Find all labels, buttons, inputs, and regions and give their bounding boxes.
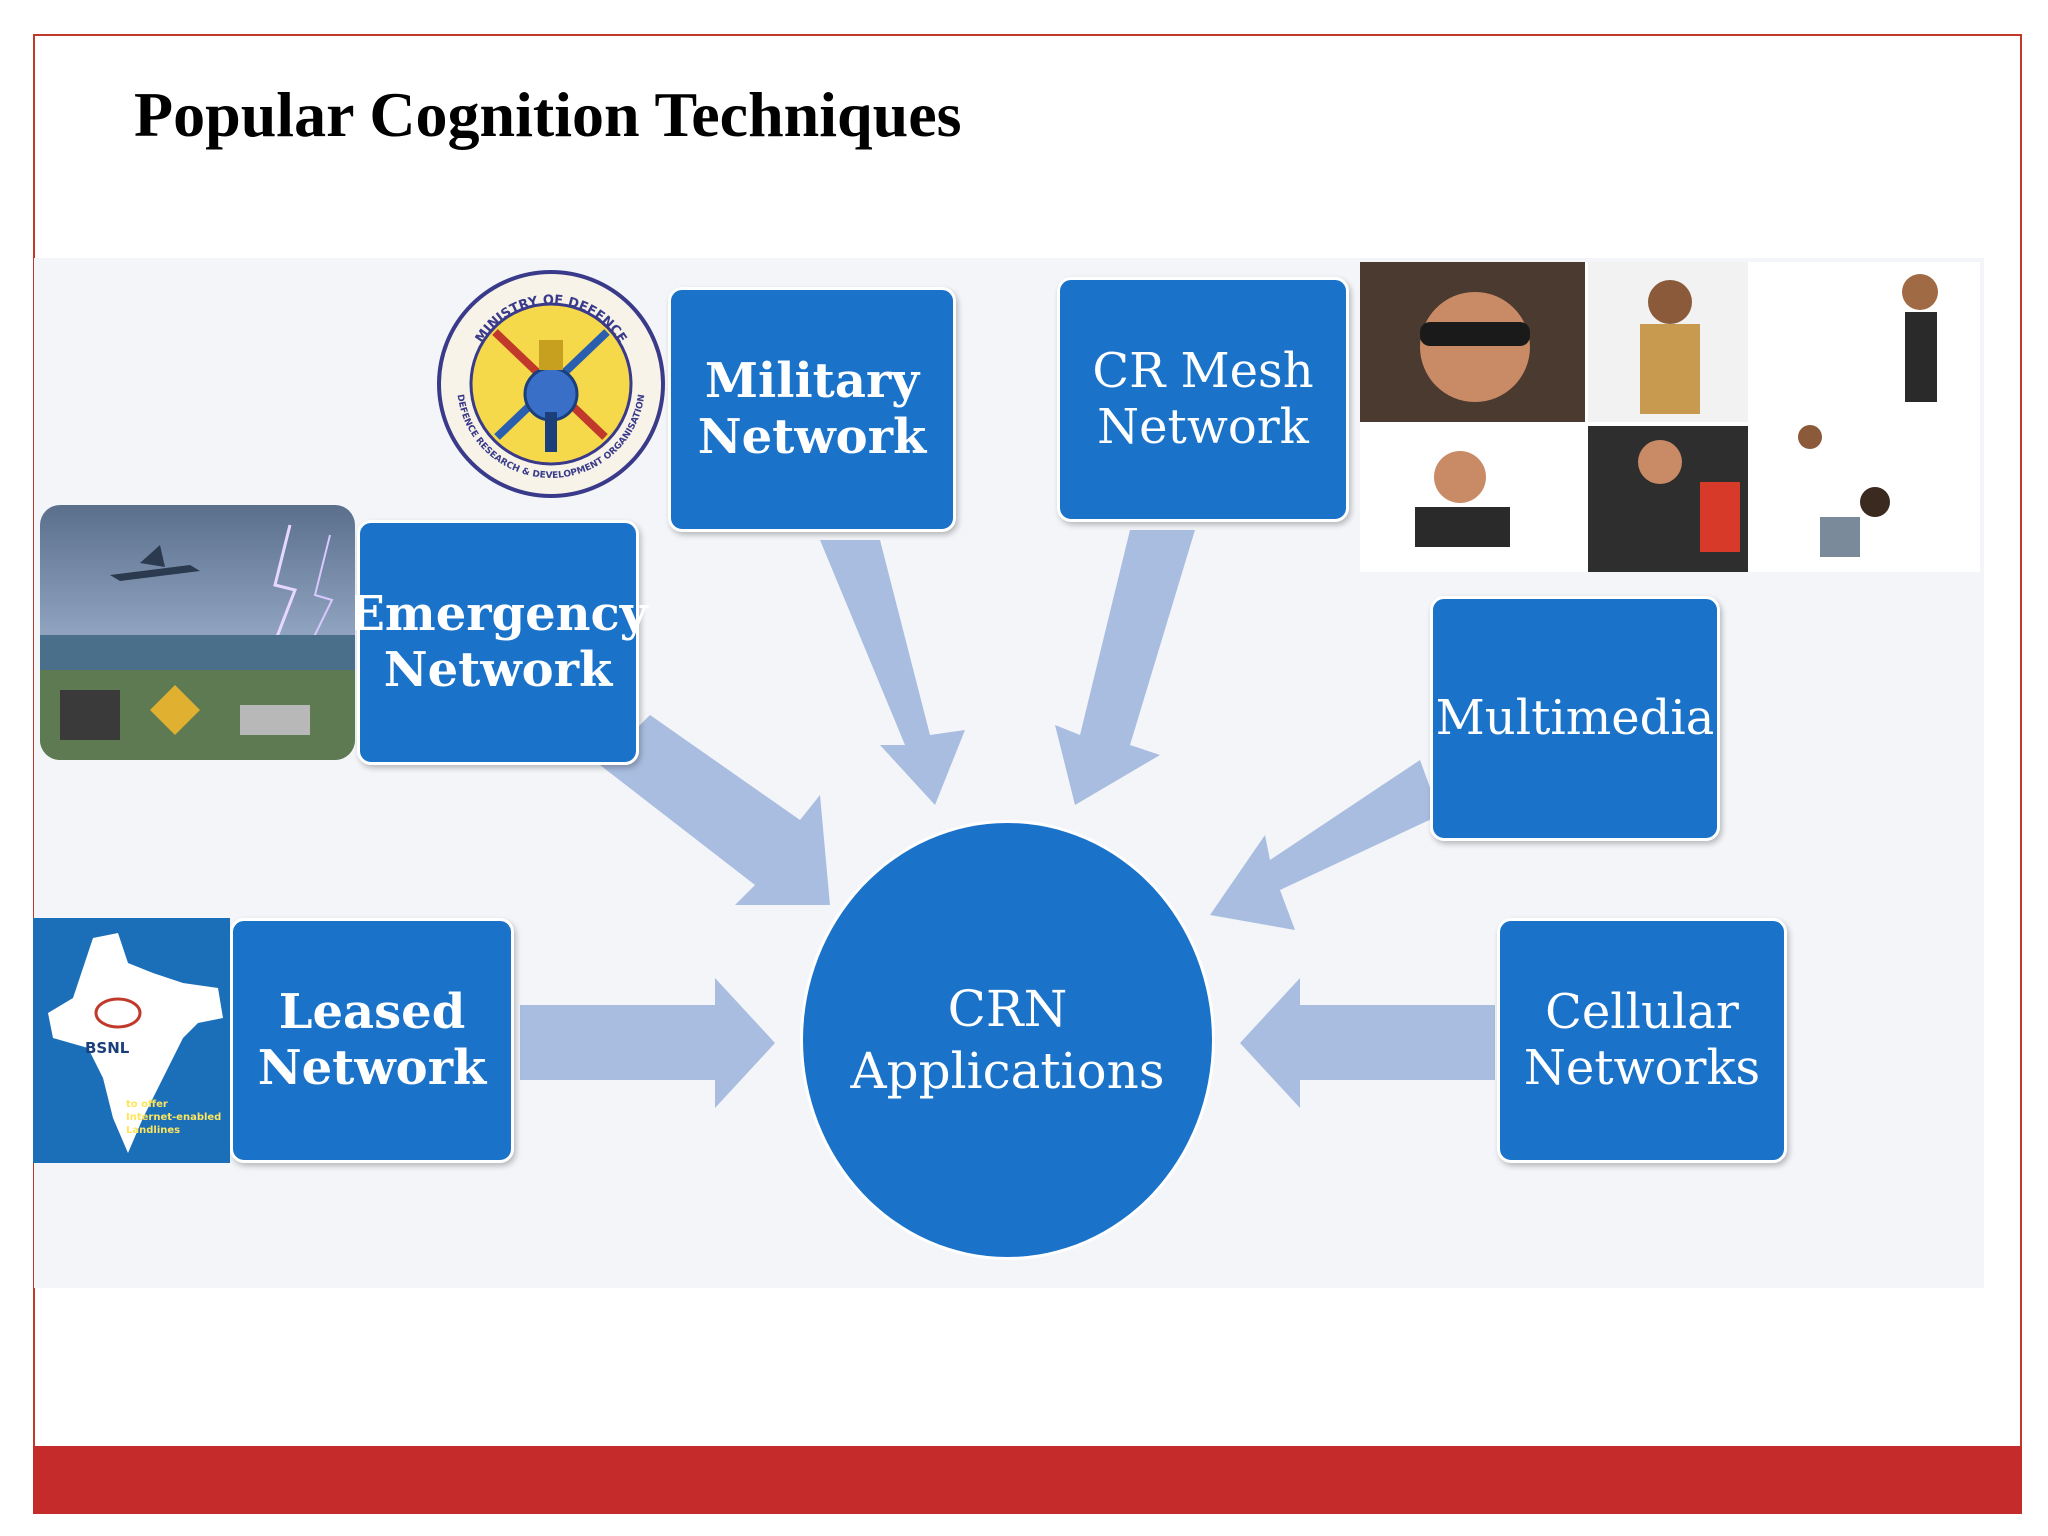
india-map-icon: BSNL to offer Internet-enabled Landlines — [33, 918, 230, 1163]
arrow-emergency — [600, 715, 830, 905]
node-multimedia: Multimedia — [1430, 596, 1720, 841]
arrow-cellular — [1240, 978, 1495, 1108]
node-leased-network: Leased Network — [230, 918, 514, 1163]
bsnl-tagline: to offer Internet-enabled Landlines — [126, 1099, 222, 1136]
node-cr-mesh-network: CR Mesh Network — [1057, 277, 1349, 522]
node-cellular-networks: Cellular Networks — [1497, 918, 1787, 1163]
node-crn-applications: CRN Applications — [800, 820, 1215, 1260]
arrow-mesh — [1055, 530, 1195, 805]
disaster-collage-icon — [40, 505, 355, 760]
arrow-military — [820, 540, 965, 805]
arrow-leased — [520, 978, 775, 1108]
people-collage-icon — [1360, 262, 1980, 572]
node-emergency-network: Emergency Network — [348, 520, 648, 765]
svg-text:BSNL: BSNL — [85, 1039, 130, 1057]
slide-title: Popular Cognition Techniques — [134, 79, 962, 150]
node-military-network: Military Network — [668, 287, 956, 532]
defence-emblem-icon: MINISTRY OF DEFENCE DEFENCE RESEARCH & D… — [435, 262, 667, 507]
arrow-multimedia — [1210, 760, 1440, 930]
footer-bar — [33, 1446, 2022, 1514]
